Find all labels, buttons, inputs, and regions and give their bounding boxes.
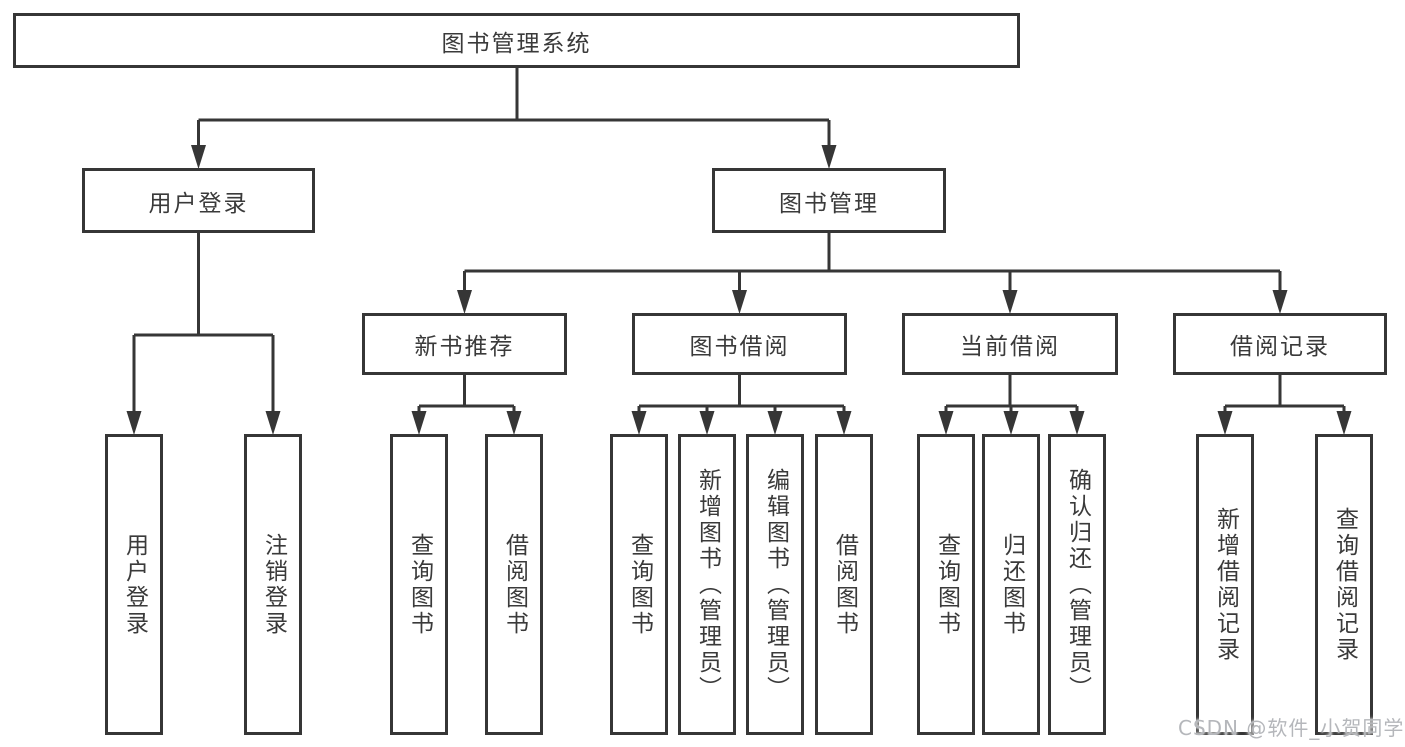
node-label: 借阅图书 bbox=[831, 532, 858, 637]
node-label: 用户登录 bbox=[148, 190, 249, 217]
node-user-login-branch: 用户登录 bbox=[82, 168, 315, 233]
node-label: 编辑图书（管理员） bbox=[762, 467, 789, 702]
node-query-books-leaf: 查询图书 bbox=[610, 434, 668, 735]
node-label: 图书管理 bbox=[779, 190, 879, 217]
node-label: 图书借阅 bbox=[689, 334, 790, 360]
node-label: 图书管理系统 bbox=[441, 30, 592, 57]
node-label: 新增借阅记录 bbox=[1212, 506, 1239, 663]
node-label: 注销登录 bbox=[260, 532, 287, 637]
node-return-books-leaf: 归还图书 bbox=[982, 434, 1040, 735]
node-label: 借阅图书 bbox=[501, 532, 528, 637]
node-label: 查询图书 bbox=[626, 532, 653, 637]
node-book-borrowing: 图书借阅 bbox=[632, 313, 847, 375]
node-new-book-recommendation: 新书推荐 bbox=[362, 313, 567, 375]
node-label: 新书推荐 bbox=[414, 334, 515, 360]
node-label: 新增图书（管理员） bbox=[694, 467, 721, 702]
node-confirm-return-admin-leaf: 确认归还（管理员） bbox=[1048, 434, 1106, 735]
node-label: 当前借阅 bbox=[960, 334, 1060, 360]
node-add-books-admin-leaf: 新增图书（管理员） bbox=[678, 434, 736, 735]
node-query-borrow-record-leaf: 查询借阅记录 bbox=[1315, 434, 1373, 735]
node-label: 归还图书 bbox=[998, 532, 1025, 637]
node-label: 确认归还（管理员） bbox=[1064, 467, 1091, 702]
node-edit-books-admin-leaf: 编辑图书（管理员） bbox=[746, 434, 804, 735]
node-borrowing-records: 借阅记录 bbox=[1173, 313, 1387, 375]
node-query-books-leaf: 查询图书 bbox=[917, 434, 975, 735]
node-system-root: 图书管理系统 bbox=[13, 13, 1020, 68]
node-label: 查询借阅记录 bbox=[1331, 506, 1358, 663]
node-label: 借阅记录 bbox=[1230, 334, 1330, 360]
node-query-books-leaf: 查询图书 bbox=[390, 434, 448, 735]
node-label: 用户登录 bbox=[121, 532, 148, 637]
node-borrow-books-leaf: 借阅图书 bbox=[815, 434, 873, 735]
node-book-management: 图书管理 bbox=[712, 168, 946, 233]
node-user-login-leaf: 用户登录 bbox=[105, 434, 163, 735]
node-add-borrow-record-leaf: 新增借阅记录 bbox=[1196, 434, 1254, 735]
node-borrow-books-leaf: 借阅图书 bbox=[485, 434, 543, 735]
csdn-watermark: CSDN @软件_小贺同学 bbox=[1178, 716, 1405, 740]
node-label: 查询图书 bbox=[933, 532, 960, 637]
node-label: 查询图书 bbox=[406, 532, 433, 637]
node-current-borrowing: 当前借阅 bbox=[902, 313, 1118, 375]
node-logout-leaf: 注销登录 bbox=[244, 434, 302, 735]
